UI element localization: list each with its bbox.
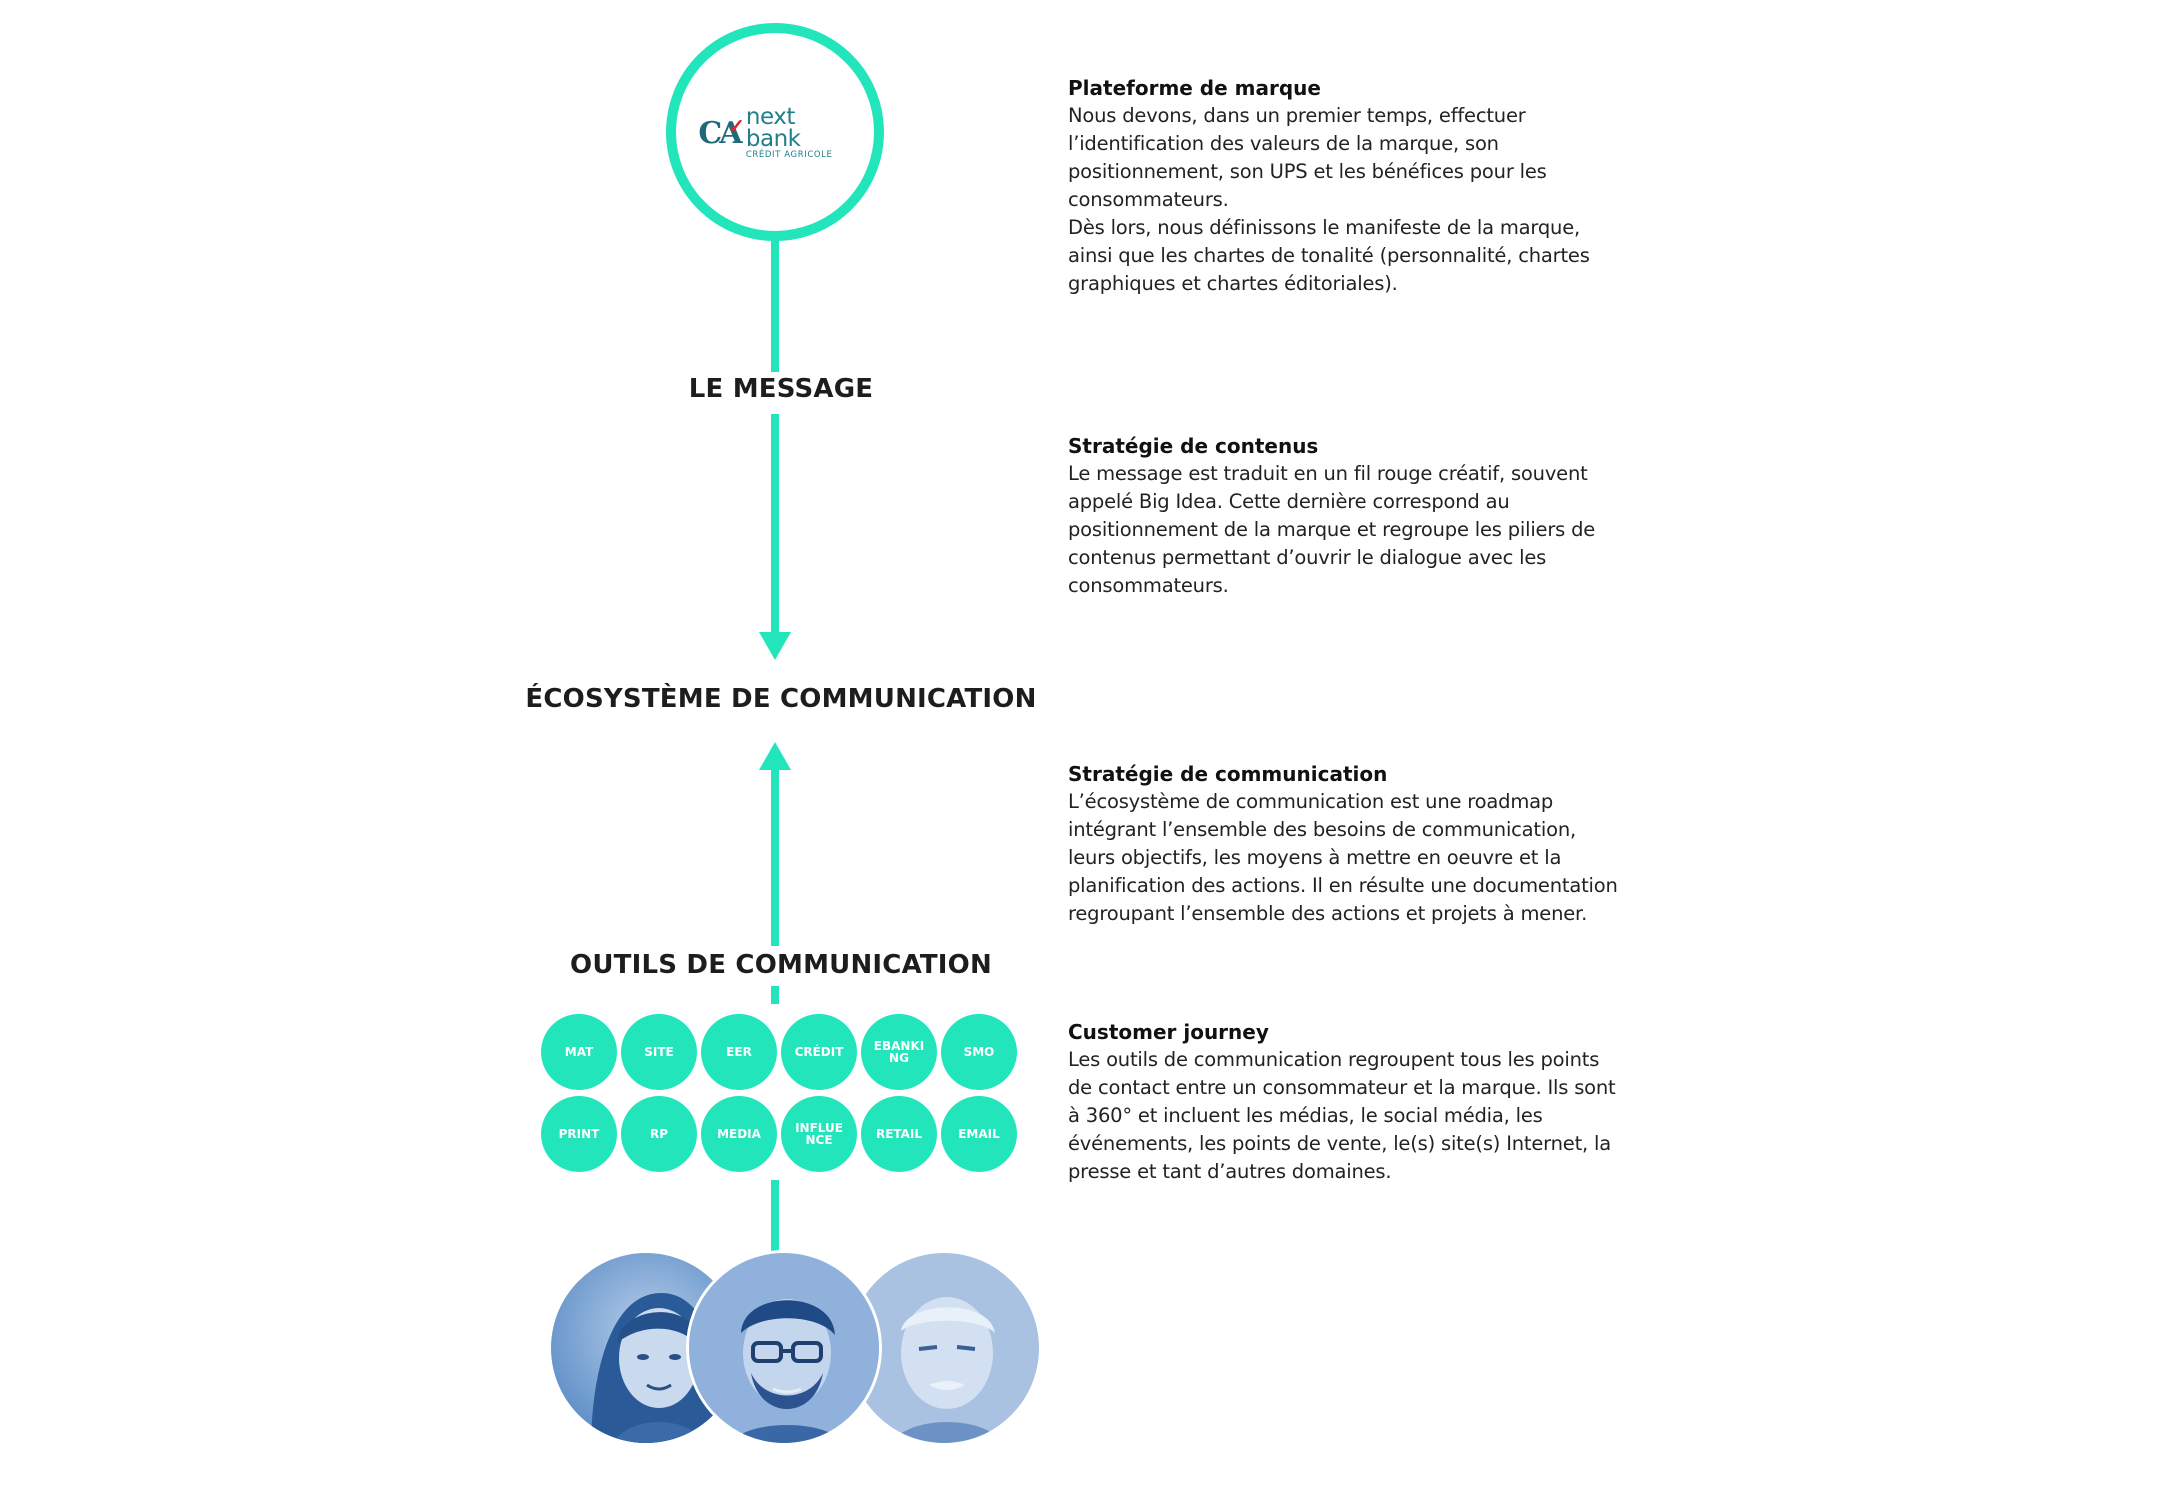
tool-bubble: INFLUENCE (781, 1096, 857, 1172)
tool-bubble: SMO (941, 1014, 1017, 1090)
section-contenus: Stratégie de contenus Le message est tra… (1068, 432, 1668, 600)
tool-bubble: SITE (621, 1014, 697, 1090)
section-body: Nous devons, dans un premier temps, effe… (1068, 104, 1590, 295)
stage-message-label: LE MESSAGE (682, 374, 880, 404)
brand-name: next bank (745, 103, 801, 152)
tool-bubble: CRÉDIT (781, 1014, 857, 1090)
tool-bubble: EBANKING (861, 1014, 937, 1090)
tool-bubble: MAT (541, 1014, 617, 1090)
section-communication: Stratégie de communication L’écosystème … (1068, 760, 1668, 928)
tool-bubble: EMAIL (941, 1096, 1017, 1172)
tool-bubble: RP (621, 1096, 697, 1172)
brand-sub: CRÉDIT AGRICOLE (745, 149, 833, 160)
arrow-up-icon (759, 742, 791, 770)
section-heading: Plateforme de marque (1068, 76, 1321, 100)
section-body: L’écosystème de communication est une ro… (1068, 790, 1618, 925)
brand-logo-mark-icon: CA✓ (698, 114, 744, 151)
stage-tools-label: OUTILS DE COMMUNICATION (564, 950, 998, 980)
tool-bubble: EER (701, 1014, 777, 1090)
section-plateforme: Plateforme de marque Nous devons, dans u… (1068, 74, 1668, 298)
consumer-portrait-man-glasses (686, 1250, 882, 1446)
section-heading: Stratégie de communication (1068, 762, 1388, 786)
section-heading: Customer journey (1068, 1020, 1269, 1044)
tool-bubble: PRINT (541, 1096, 617, 1172)
consumers-group (548, 1250, 1042, 1450)
tool-bubble: MEDIA (701, 1096, 777, 1172)
arrow-down-icon (759, 632, 791, 660)
section-customer-journey: Customer journey Les outils de communica… (1068, 1018, 1668, 1186)
section-body: Les outils de communication regroupent t… (1068, 1048, 1616, 1183)
tool-bubble: RETAIL (861, 1096, 937, 1172)
stage-ecosystem-label: ÉCOSYSTÈME DE COMMUNICATION (519, 684, 1043, 714)
consumer-portrait-older-man (846, 1250, 1042, 1446)
section-heading: Stratégie de contenus (1068, 434, 1319, 458)
section-body: Le message est traduit en un fil rouge c… (1068, 462, 1596, 597)
brand-logo: CA✓ next bank CRÉDIT AGRICOLE (696, 105, 856, 160)
